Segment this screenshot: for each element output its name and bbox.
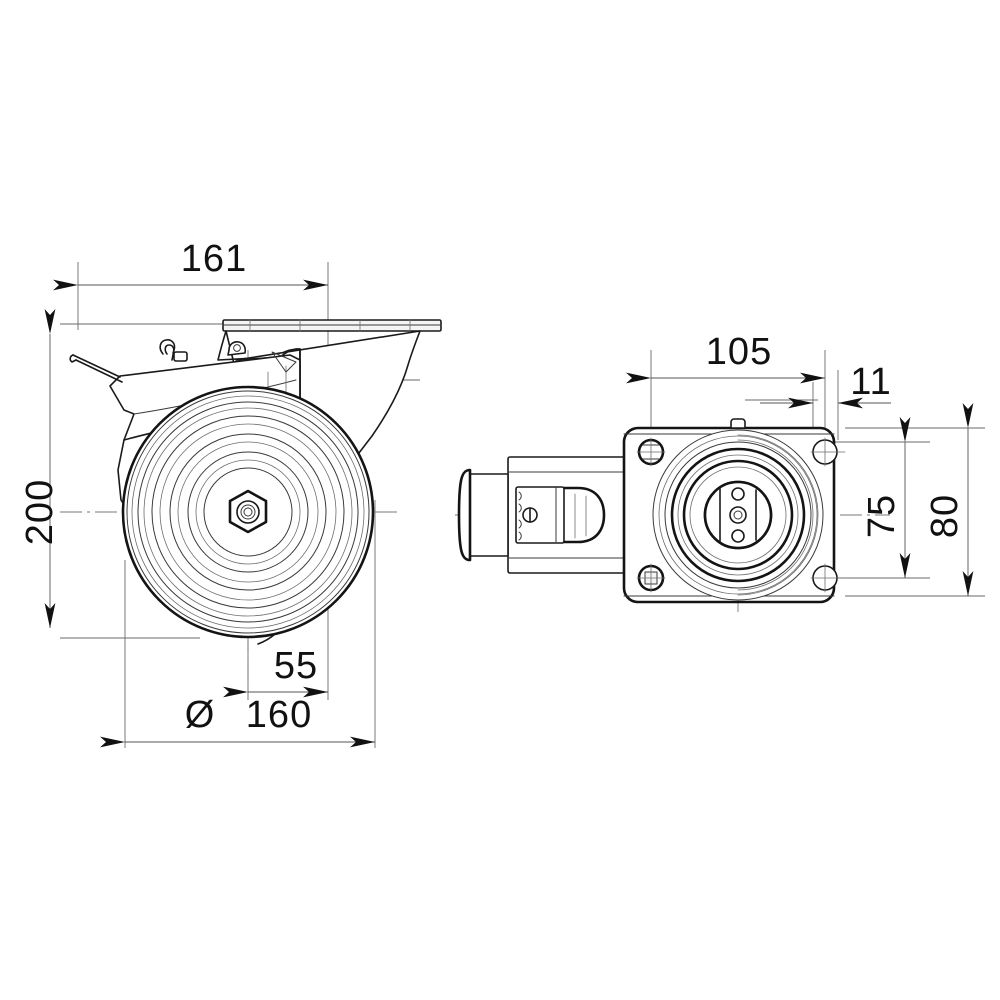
dimension-value-161: 161 [181, 238, 247, 280]
brake-lever-knob [515, 486, 606, 544]
dimension-plate-offset-161: 161 [53, 238, 328, 291]
kingpin-boss [703, 480, 773, 550]
dimension-hole-edge-11: 11 [760, 361, 891, 409]
corner-bolt-hole-top-left [636, 437, 666, 467]
dimension-wheel-diameter-160: Ø 160 [100, 694, 375, 748]
brake-pedal-lever [69, 354, 123, 383]
axle-hex-nut [228, 489, 268, 534]
dimension-value-200: 200 [19, 479, 61, 545]
dimension-value-80: 80 [924, 494, 966, 538]
dimension-value-55: 55 [274, 645, 318, 687]
corner-bolt-hole-bottom-left [636, 563, 666, 593]
corner-bolt-hole-top-right [810, 437, 846, 467]
dimension-wheel-offset-55: 55 [223, 645, 328, 698]
dimension-plate-length-105: 105 [626, 331, 825, 384]
brake-spring-clip [159, 339, 188, 362]
dimension-overall-height: 200 [19, 309, 61, 628]
dimension-hole-pattern-75: 75 [861, 417, 911, 578]
dimension-value-160: 160 [246, 694, 312, 736]
dimension-value-105: 105 [706, 331, 772, 373]
side-elevation-view: 200 161 55 Ø 160 [19, 238, 442, 748]
diameter-symbol: Ø [185, 694, 216, 736]
dimension-value-11: 11 [850, 361, 891, 403]
brake-rivet-boss [227, 341, 247, 356]
corner-bolt-hole-bottom-right [810, 563, 846, 593]
top-mounting-plate [222, 319, 442, 332]
dimension-value-75: 75 [861, 494, 903, 538]
top-plan-view: 105 11 75 80 [455, 331, 985, 612]
dimension-plate-width-80: 80 [924, 403, 974, 596]
